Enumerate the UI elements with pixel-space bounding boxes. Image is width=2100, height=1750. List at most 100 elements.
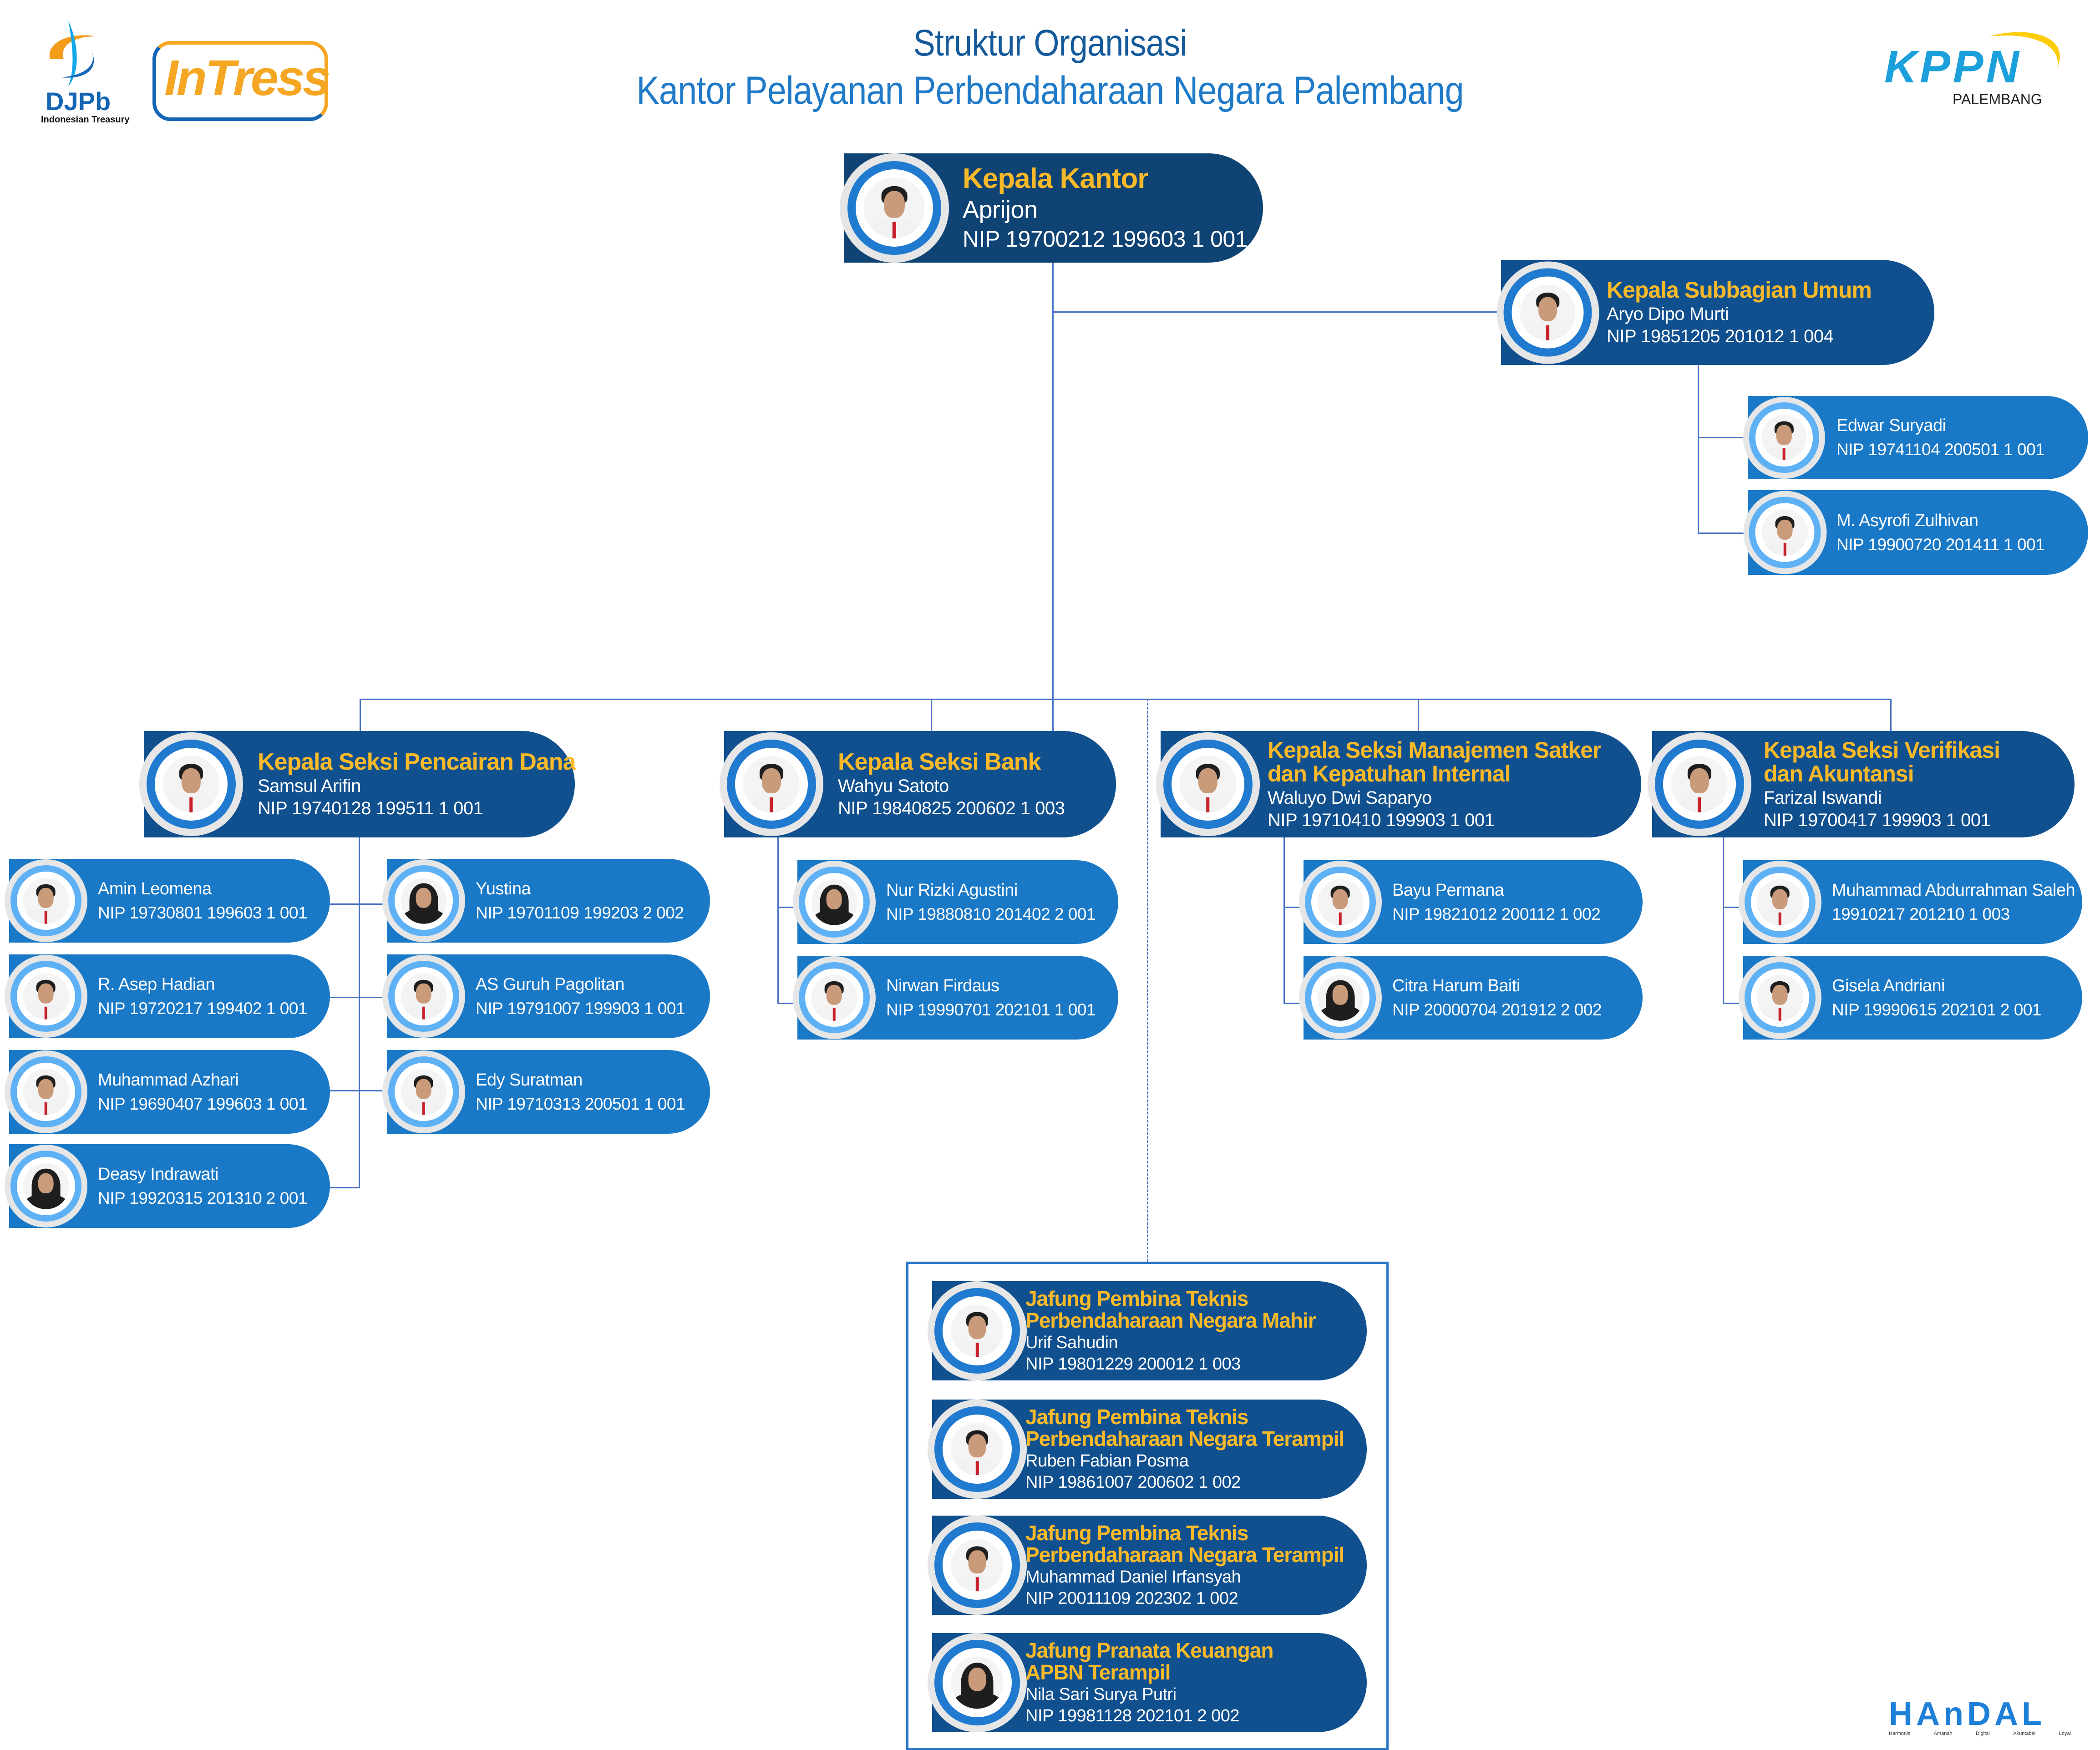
connector-verifikasi <box>1890 699 1892 731</box>
person-photo <box>1757 879 1803 925</box>
node-text: Jafung Pembina Teknis Perbendaharaan Neg… <box>1025 1400 1344 1499</box>
connector-bank-2 <box>777 1003 805 1004</box>
node-staff[interactable]: Nirwan Firdaus NIP 19990701 202101 1 001 <box>793 956 1118 1040</box>
person-nip: NIP 19700212 199603 1 001 <box>963 226 1248 252</box>
person-photo <box>1761 415 1807 460</box>
photo-frame <box>382 1050 465 1133</box>
page-subtitle: Kantor Pelayanan Perbendaharaan Negara P… <box>636 69 1464 112</box>
page-title: Struktur Organisasi <box>913 22 1187 64</box>
person-name: Aryo Dipo Murti <box>1607 304 1729 324</box>
node-text: Deasy Indrawati NIP 19920315 201310 2 00… <box>98 1144 308 1228</box>
handal-logo-words: Harmonis Amanah Digital Akuntabel Loyal <box>1889 1731 2071 1736</box>
person-nip: NIP 19821012 200112 1 002 <box>1392 904 1601 923</box>
node-text: Edy Suratman NIP 19710313 200501 1 001 <box>476 1050 685 1134</box>
node-text: Kepala Subbagian Umum Aryo Dipo Murti NI… <box>1607 260 1872 365</box>
photo-frame <box>928 1400 1027 1499</box>
handal-logo: HAnDAL Harmonis Amanah Digital Akuntabel… <box>1889 1695 2089 1739</box>
photo-frame <box>928 1633 1027 1732</box>
node-jafung[interactable]: Jafung Pembina Teknis Perbendaharaan Neg… <box>928 1281 1367 1380</box>
role-title-line2: Perbendaharaan Negara Mahir <box>1025 1309 1316 1332</box>
node-kepala-seksi-pencairan-dana[interactable]: Kepala Seksi Pencairan Dana Samsul Arifi… <box>139 731 576 837</box>
person-photo <box>863 177 925 239</box>
node-staff-pencairan-dana[interactable]: Muhammad Azhari NIP 19690407 199603 1 00… <box>5 1050 330 1134</box>
node-staff[interactable]: Citra Harum Baiti NIP 20000704 201912 2 … <box>1299 956 1643 1040</box>
photo-frame <box>1743 396 1825 479</box>
node-jafung[interactable]: Jafung Pranata Keuangan APBN Terampil Ni… <box>928 1633 1367 1732</box>
person-nip: 19910217 201210 1 003 <box>1832 904 2010 923</box>
node-text: R. Asep Hadian NIP 19720217 199402 1 001 <box>98 954 308 1038</box>
person-nip: NIP 19840825 200602 1 003 <box>838 798 1065 819</box>
node-text: Bayu Permana NIP 19821012 200112 1 002 <box>1392 860 1601 944</box>
photo-frame <box>928 1516 1027 1615</box>
node-kepala-seksi-verifikasi-akuntansi[interactable]: Kepala Seksi Verifikasi dan Akuntansi Fa… <box>1648 731 2075 837</box>
person-nip: NIP 19700417 199903 1 001 <box>1764 810 1991 830</box>
person-name: Muhammad Abdurrahman Saleh <box>1832 880 2075 900</box>
photo-frame <box>1299 956 1382 1039</box>
node-staff[interactable]: Bayu Permana NIP 19821012 200112 1 002 <box>1299 860 1643 944</box>
connector-manajemen <box>1418 699 1419 731</box>
node-kepala-subbagian-umum[interactable]: Kepala Subbagian Umum Aryo Dipo Murti NI… <box>1496 260 1934 365</box>
node-kepala-kantor[interactable]: Kepala Kantor Aprijon NIP 19700212 19960… <box>840 153 1263 263</box>
handal-word: Akuntabel <box>2013 1731 2036 1736</box>
node-staff[interactable]: Nur Rizki Agustini NIP 19880810 201402 2… <box>793 860 1118 944</box>
node-staff-pencairan-dana[interactable]: R. Asep Hadian NIP 19720217 199402 1 001 <box>5 954 330 1038</box>
role-title-line1: Jafung Pranata Keuangan <box>1025 1638 1273 1662</box>
person-name: Citra Harum Baiti <box>1392 976 1520 995</box>
person-name: Bayu Permana <box>1392 880 1504 900</box>
jafung-group-frame <box>906 1262 1389 1750</box>
photo-frame <box>793 861 876 943</box>
role-title-line1: Jafung Pembina Teknis <box>1025 1286 1248 1310</box>
node-staff-edwar-suryadi[interactable]: Edwar Suryadi NIP 19741104 200501 1 001 <box>1743 396 2088 479</box>
handal-word: Amanah <box>1933 1731 1953 1736</box>
node-text: Kepala Seksi Bank Wahyu Satoto NIP 19840… <box>838 731 1065 837</box>
person-photo <box>162 756 220 813</box>
person-name: Aprijon <box>963 196 1038 223</box>
person-name: Yustina <box>476 879 531 898</box>
connector-manajemen-down <box>1283 837 1285 1004</box>
kppn-logo-name: KPPN <box>1884 41 2022 92</box>
person-nip: NIP 19861007 200602 1 002 <box>1025 1473 1241 1492</box>
handal-word: Harmonis <box>1889 1731 1911 1736</box>
person-photo <box>401 878 447 924</box>
node-staff-pencairan-dana[interactable]: AS Guruh Pagolitan NIP 19791007 199903 1… <box>382 954 710 1038</box>
connector-row3 <box>330 1090 389 1091</box>
person-nip: NIP 19741104 200501 1 001 <box>1836 440 2045 459</box>
node-jafung[interactable]: Jafung Pembina Teknis Perbendaharaan Neg… <box>928 1516 1367 1615</box>
photo-frame <box>139 732 243 836</box>
djpb-logo-name: DJPb <box>46 87 111 116</box>
person-nip: NIP 20011109 202302 1 002 <box>1025 1589 1238 1608</box>
person-photo <box>401 973 447 1020</box>
node-kepala-seksi-bank[interactable]: Kepala Seksi Bank Wahyu Satoto NIP 19840… <box>720 731 1116 837</box>
person-name: Muhammad Daniel Irfansyah <box>1025 1567 1241 1587</box>
person-nip: NIP 19710410 199903 1 001 <box>1268 810 1495 830</box>
person-nip: NIP 20000704 201912 2 002 <box>1392 1000 1602 1019</box>
node-text: Kepala Kantor Aprijon NIP 19700212 19960… <box>963 153 1248 263</box>
person-nip: NIP 19990701 202101 1 001 <box>886 1000 1096 1019</box>
person-photo <box>23 878 69 924</box>
person-photo <box>951 1539 1004 1592</box>
connector-main-horizontal <box>360 699 1891 700</box>
node-staff-pencairan-dana[interactable]: Deasy Indrawati NIP 19920315 201310 2 00… <box>5 1144 330 1228</box>
node-staff-pencairan-dana[interactable]: Edy Suratman NIP 19710313 200501 1 001 <box>382 1050 710 1134</box>
role-title: Kepala Seksi Manajemen Satker dan Kepatu… <box>1268 738 1601 786</box>
node-staff-pencairan-dana[interactable]: Amin Leomena NIP 19730801 199603 1 001 <box>5 859 330 943</box>
node-staff[interactable]: Muhammad Abdurrahman Saleh 19910217 2012… <box>1739 860 2082 944</box>
person-name: Urif Sahudin <box>1025 1333 1118 1353</box>
photo-frame <box>5 955 87 1038</box>
person-photo <box>23 1163 69 1209</box>
node-staff-asyrofi-zulhivan[interactable]: M. Asyrofi Zulhivan NIP 19900720 201411 … <box>1743 490 2088 575</box>
node-staff-pencairan-dana[interactable]: Yustina NIP 19701109 199203 2 002 <box>382 859 710 943</box>
role-title: Jafung Pembina Teknis Perbendaharaan Neg… <box>1025 1522 1344 1566</box>
connector-bank-down <box>777 837 779 1004</box>
node-jafung[interactable]: Jafung Pembina Teknis Perbendaharaan Neg… <box>928 1400 1367 1499</box>
person-name: Farizal Iswandi <box>1764 787 1882 808</box>
node-text: AS Guruh Pagolitan NIP 19791007 199903 1… <box>476 954 685 1038</box>
node-staff[interactable]: Gisela Andriani NIP 19990615 202101 2 00… <box>1739 956 2082 1040</box>
role-title-line2: dan Akuntansi <box>1764 761 1914 786</box>
person-name: Wahyu Satoto <box>838 776 949 796</box>
person-name: Ruben Fabian Posma <box>1025 1451 1189 1471</box>
node-kepala-seksi-manajemen-satker[interactable]: Kepala Seksi Manajemen Satker dan Kepatu… <box>1156 731 1641 837</box>
person-name: Gisela Andriani <box>1832 976 1945 995</box>
connector-edwar <box>1698 437 1750 438</box>
role-title: Jafung Pembina Teknis Perbendaharaan Neg… <box>1025 1405 1344 1450</box>
